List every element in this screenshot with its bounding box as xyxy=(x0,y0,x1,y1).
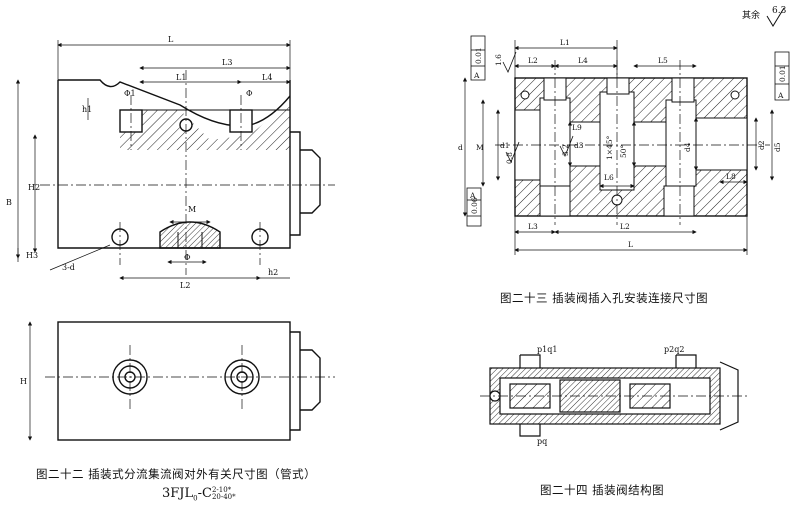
header: 其余 6.3 xyxy=(742,6,787,27)
fig23-dim-L8: L8 xyxy=(726,172,736,181)
fig23-chamfer: 1×45° xyxy=(605,135,614,160)
model-sup: 2-10* xyxy=(211,485,232,494)
roughness-symbol xyxy=(766,7,785,27)
model-sub: 20-40* xyxy=(211,492,236,501)
fig22-dimensions xyxy=(15,40,291,281)
fig22-dim-phi: Φ xyxy=(184,253,191,262)
fig23-dim-d3: d3 xyxy=(574,141,584,150)
fig23-rough-08: 0.8 xyxy=(505,152,514,164)
model-sub0: 0 xyxy=(193,494,198,503)
fig23-dim-L4: L4 xyxy=(578,56,588,65)
fig22-dim-M: M xyxy=(188,205,196,214)
fig23-dim-d: d xyxy=(458,143,463,152)
fig22-dim-H3: H3 xyxy=(26,251,38,260)
fig22-caption: 图二十二 插装式分流集流阀对外有关尺寸图（管式） xyxy=(36,467,317,481)
fig23-tolerance-frames xyxy=(466,35,790,227)
fig23-dim-L2: L2 xyxy=(620,222,630,231)
fig22-front-centerlines xyxy=(45,345,335,410)
fig24-port-p2q2: p2q2 xyxy=(664,345,684,354)
fig23-tol-frame-2: 0.06 xyxy=(470,197,479,214)
fig23-dim-d2: d2 xyxy=(757,140,766,150)
fig23-dim-L1: L1 xyxy=(560,38,570,47)
fig23-dim-d1: d1 xyxy=(500,141,510,150)
fig22-dim-phi-top: Φ xyxy=(246,89,253,98)
fig22-dim-L: L xyxy=(168,35,174,44)
fig23-labels: 0.01 A 0.06 A 0.01 A L1 L2 L4 L5 1.6 d M… xyxy=(458,38,787,249)
fig23-datum-1: A xyxy=(473,71,480,80)
fig23-dim-L: L xyxy=(628,240,633,249)
fig23-dim-L2-top: L2 xyxy=(528,56,538,65)
fig22-dim-L2: L2 xyxy=(180,281,190,290)
fig23-tol-frame-3: 0.01 xyxy=(778,65,787,82)
fig23-angle: 50° xyxy=(619,144,628,158)
fig23-datum-3: A xyxy=(777,91,784,100)
fig23-dim-d4: d4 xyxy=(683,142,692,152)
fig22-dim-h2: h2 xyxy=(268,268,278,277)
fig23-dim-L3: L3 xyxy=(528,222,538,231)
fig23-tol-frame-1: 0.01 xyxy=(474,47,483,64)
fig23-section xyxy=(514,77,748,217)
fig22-dim-3d: 3-d xyxy=(62,263,75,272)
fig22-dim-L4: L4 xyxy=(262,73,272,82)
fig23-dimensions xyxy=(462,40,775,255)
fig23-dim-d5: d5 xyxy=(773,142,782,152)
fig23-dim-L6: L6 xyxy=(604,173,614,182)
model-dash: -C xyxy=(197,486,212,501)
fig22-dim-phi1: Φ1 xyxy=(124,89,136,98)
fig22-dim-H2: H2 xyxy=(28,183,40,192)
fig24-structure xyxy=(489,354,739,437)
fig22-dim-H: H xyxy=(20,377,27,386)
fig23-caption: 图二十三 插装阀插入孔安装连接尺寸图 xyxy=(500,291,709,305)
fig23-centerlines xyxy=(495,60,770,225)
fig23-dim-M: M xyxy=(476,143,484,152)
fig23-dim-L9: L9 xyxy=(572,123,582,132)
fig23-datum-2: A xyxy=(469,191,476,200)
fig23-rough-32: 3.2 xyxy=(561,144,570,156)
fig22-dim-L3: L3 xyxy=(222,58,232,67)
fig22-top-view xyxy=(57,79,321,249)
fig24-port-p1q1: p1q1 xyxy=(537,345,557,354)
fig23-dim-L5: L5 xyxy=(658,56,668,65)
rest-label: 其余 xyxy=(742,9,760,21)
fig23-rough-16: 1.6 xyxy=(494,54,503,66)
fig22-dim-L1: L1 xyxy=(176,73,186,82)
fig24-caption: 图二十四 插装阀结构图 xyxy=(540,483,665,497)
fig22-dim-h1: h1 xyxy=(82,105,92,114)
fig22-labels: L L3 L1 L4 Φ1 Φ h1 H2 B H3 M 3-d Φ L2 h2 xyxy=(6,35,278,290)
roughness-value: 6.3 xyxy=(772,6,787,16)
fig22-front-view xyxy=(57,321,321,441)
fig24-port-pq: pq xyxy=(537,437,547,446)
model-main: 3FJL xyxy=(162,486,194,501)
fig22-centerlines xyxy=(40,70,335,275)
fig22-dim-B: B xyxy=(6,198,12,207)
fig24-labels: p1q1 p2q2 pq xyxy=(537,345,684,446)
